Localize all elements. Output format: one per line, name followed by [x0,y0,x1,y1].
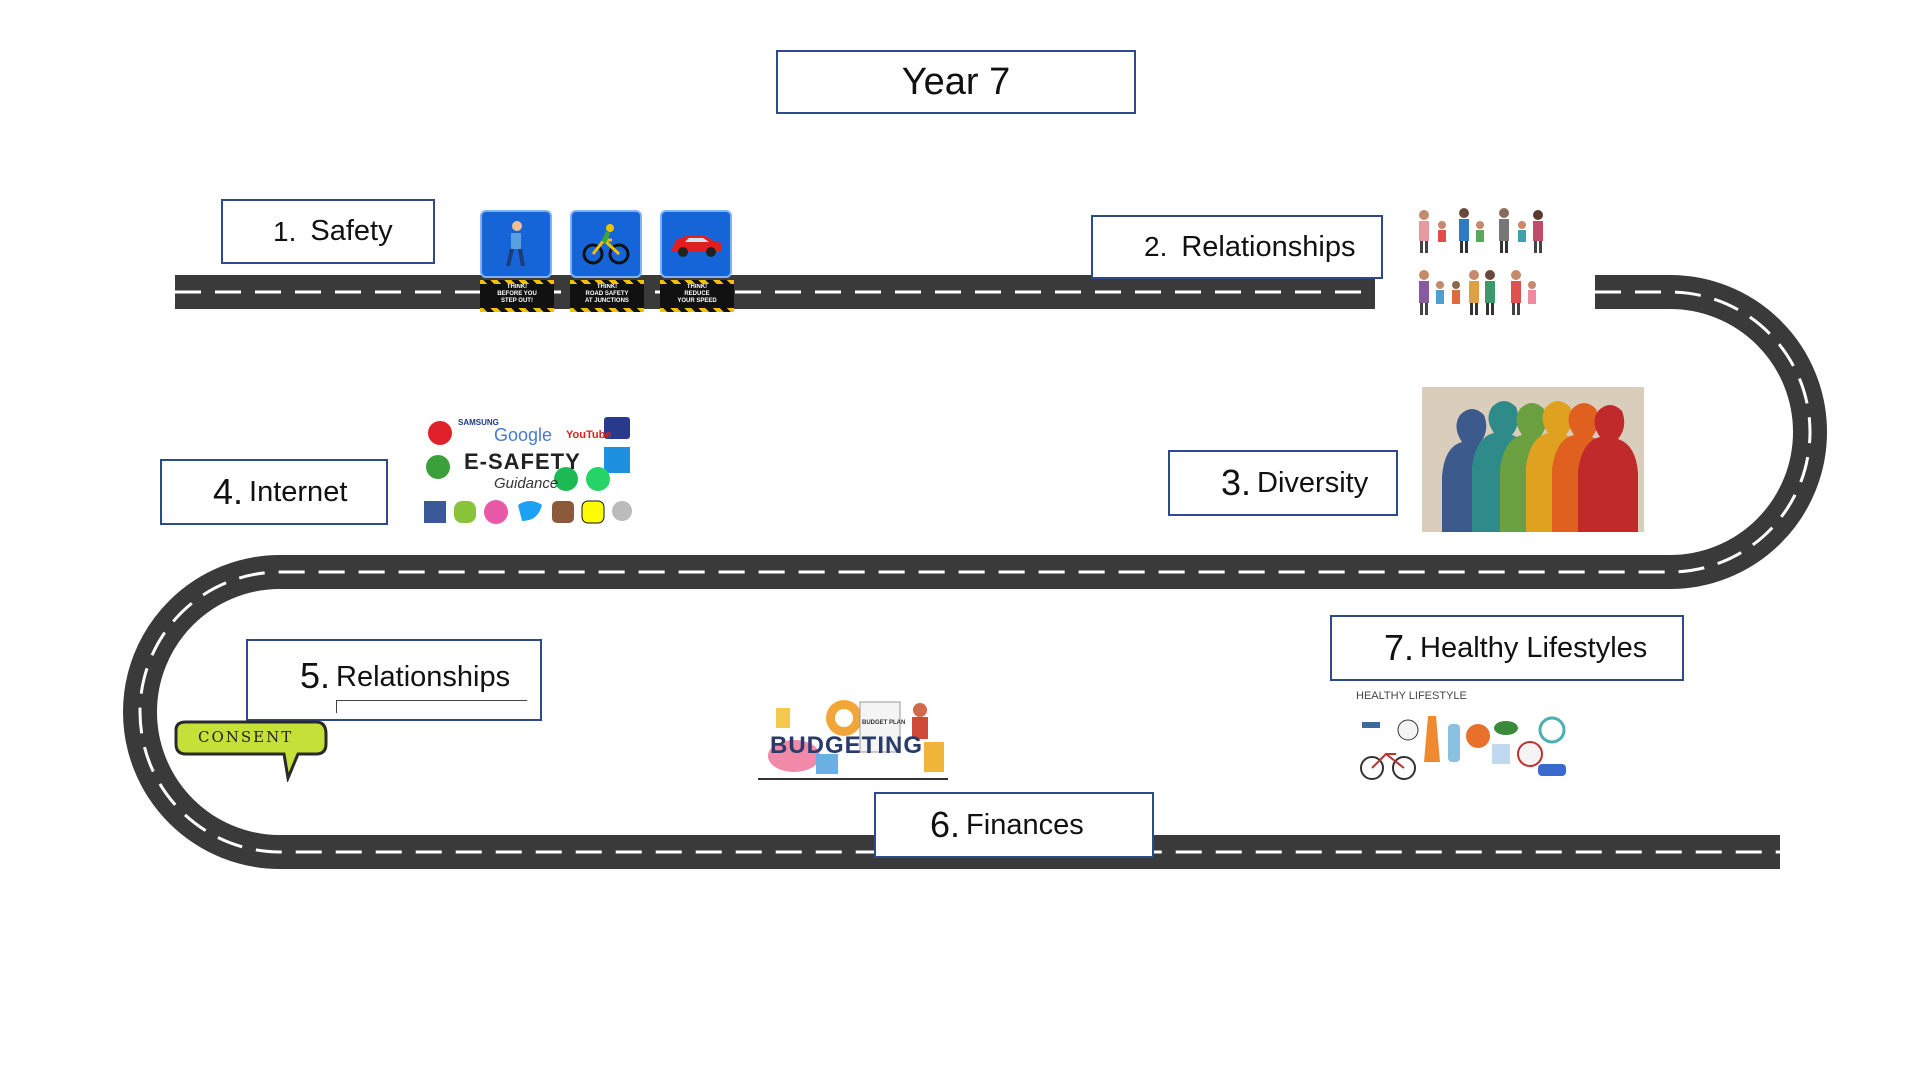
topic-label: Relationships [336,661,511,693]
sign-caption: THINK! BEFORE YOU STEP OUT! [497,284,537,304]
topic-5-box: 5. Relationships [246,639,542,721]
topic-label: Finances [966,808,1084,841]
diversity-silhouettes-image [1422,387,1644,532]
esafety-subheading: Guidance [494,475,559,492]
page-title: Year 7 [776,50,1136,114]
topic-2-box: 2. Relationships [1091,215,1383,279]
topic-label: Safety [310,215,393,247]
topic-number: 7. [1384,627,1415,668]
healthy-lifestyle-label: HEALTHY LIFESTYLE [1356,690,1467,702]
road-sign-pedestrian: THINK! BEFORE YOU STEP OUT! [480,210,554,312]
cyclist-icon [570,210,642,278]
topic-label: Healthy Lifestyles [1420,631,1648,664]
topic-1-box: 1. Safety [221,199,435,264]
sign-caption: THINK! ROAD SAFETY AT JUNCTIONS [585,284,629,304]
page-title-text: Year 7 [901,60,1011,103]
topic-number: 5. [300,655,331,696]
esafety-brand-youtube: YouTube [566,429,612,441]
topic-7-box: 7. Healthy Lifestyles [1330,615,1684,681]
esafety-heading: E-SAFETY [464,449,581,474]
consent-speech-bubble: CONSENT [170,720,330,782]
budgeting-label: BUDGETING [770,732,923,759]
budget-plan-tag: BUDGET PLAN [862,720,906,726]
topic-number: 6. [930,804,961,845]
topic-number: 2. [1144,231,1168,262]
topic-number: 4. [213,471,244,512]
topic-label: Internet [249,475,348,508]
divider [336,700,527,713]
pedestrian-icon [480,210,552,278]
sign-caption: THINK! REDUCE YOUR SPEED [677,284,717,304]
topic-4-box: 4. Internet [160,459,388,525]
healthy-lifestyle-illustration: HEALTHY LIFESTYLE [1352,690,1570,782]
esafety-collage-image: SAMSUNG Google YouTube E-SAFETY Guidance [418,413,648,535]
budgeting-illustration: BUDGET PLAN BUDGETING [756,696,952,780]
topic-3-box: 3. Diversity [1168,450,1398,516]
car-icon [660,210,732,278]
topic-number: 1. [273,215,297,247]
consent-label: CONSENT [198,728,294,746]
topic-6-box: 6. Finances [874,792,1154,858]
family-illustration [1412,205,1572,325]
esafety-brand-samsung: SAMSUNG [458,418,499,427]
topic-number: 3. [1221,462,1252,503]
road-sign-car: THINK! REDUCE YOUR SPEED [660,210,734,312]
topic-label: Relationships [1181,230,1356,263]
road-sign-cyclist: THINK! ROAD SAFETY AT JUNCTIONS [570,210,644,312]
esafety-brand-google: Google [494,425,553,445]
topic-label: Diversity [1257,466,1369,499]
